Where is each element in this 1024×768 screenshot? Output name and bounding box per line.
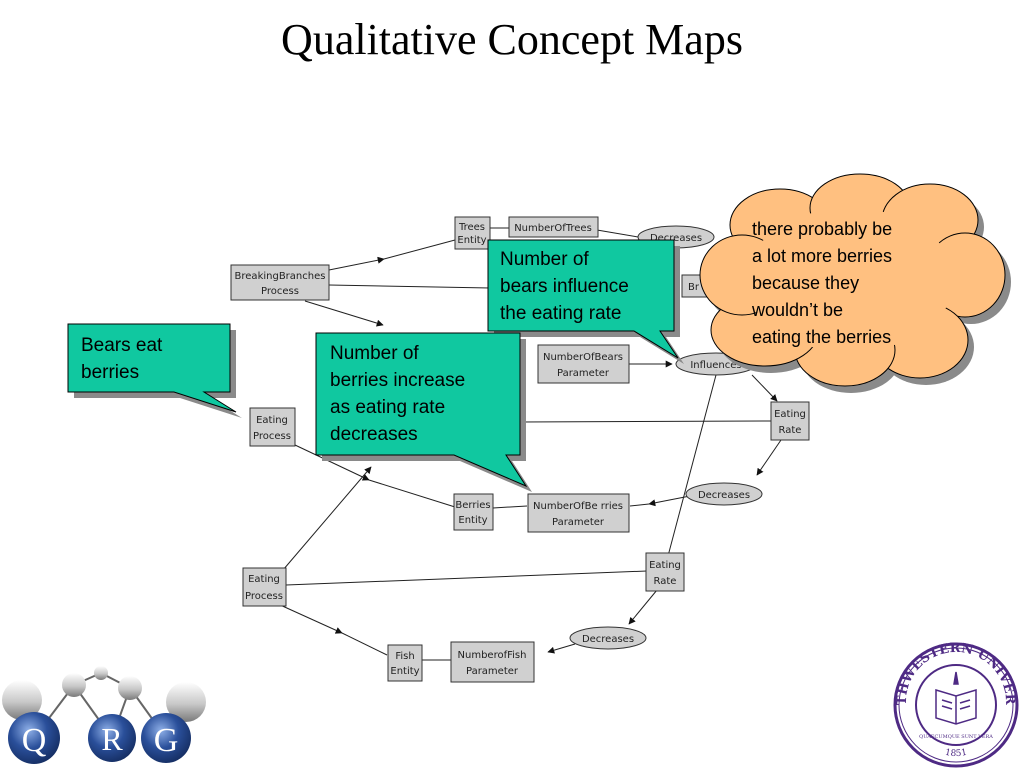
node-eating-rate-bottom: Eating Rate <box>645 552 685 592</box>
edge <box>341 632 388 656</box>
svg-text:Parameter: Parameter <box>552 517 605 528</box>
svg-text:Process: Process <box>253 431 291 442</box>
svg-text:Q: Q <box>22 722 47 759</box>
svg-text:Entity: Entity <box>390 666 419 677</box>
slide-title: Qualitative Concept Maps <box>281 15 743 64</box>
svg-text:Berries: Berries <box>455 500 490 511</box>
edge <box>328 284 491 289</box>
svg-text:1851: 1851 <box>944 748 968 759</box>
svg-text:NumberofFish: NumberofFish <box>458 650 527 661</box>
svg-text:Eating: Eating <box>649 560 681 571</box>
svg-text:NumberOfBears: NumberOfBears <box>543 352 623 363</box>
edge <box>368 479 456 508</box>
svg-text:Entity: Entity <box>457 235 486 246</box>
svg-text:Decreases: Decreases <box>650 233 702 244</box>
callout-bears-influence-shape <box>487 239 684 364</box>
svg-text:Parameter: Parameter <box>557 368 610 379</box>
oval-decreases-mid: Decreases <box>685 482 763 506</box>
callout-bears-eat-berries: Bears eat berries <box>81 335 163 383</box>
svg-text:Eating: Eating <box>256 415 288 426</box>
node-berries-entity: Berries Entity <box>453 493 494 531</box>
edge <box>596 229 639 238</box>
svg-text:Eating: Eating <box>774 409 806 420</box>
svg-text:R: R <box>101 721 123 757</box>
node-eating-process-bottom: Eating Process <box>242 567 287 607</box>
edge <box>628 589 658 625</box>
svg-text:Influences: Influences <box>690 360 741 371</box>
edge-group <box>277 227 782 661</box>
svg-text:Trees: Trees <box>458 222 485 233</box>
callout-bears-shape <box>67 323 242 418</box>
edge <box>751 374 778 402</box>
callout-cloud-thought: there probably be a lot more berries bec… <box>752 219 893 347</box>
svg-text:Decreases: Decreases <box>698 490 750 501</box>
node-fish-entity: Fish Entity <box>387 644 423 682</box>
thought-cloud-shape <box>699 173 1011 393</box>
edge <box>648 495 691 507</box>
svg-text:G: G <box>154 722 179 759</box>
callout-berries-increase: Number of berries increase as eating rat… <box>330 343 466 445</box>
edge <box>304 300 384 327</box>
seal-book-icon <box>935 671 977 725</box>
edge <box>285 570 648 586</box>
svg-text:Br: Br <box>688 282 700 293</box>
node-eating-rate-top: Eating Rate <box>770 401 810 441</box>
node-breaking-branches-process: BreakingBranches Process <box>230 264 330 301</box>
edge <box>756 439 782 476</box>
svg-text:QUAECUMQUE SUNT VERA: QUAECUMQUE SUNT VERA <box>919 734 993 740</box>
svg-text:BreakingBranches: BreakingBranches <box>235 271 326 282</box>
edge <box>519 420 772 423</box>
edge <box>667 374 717 557</box>
svg-text:Process: Process <box>261 286 299 297</box>
svg-text:NumberOfTrees: NumberOfTrees <box>514 223 592 234</box>
callout-berries-increase-shape <box>315 332 532 492</box>
node-number-of-trees: NumberOfTrees <box>508 216 599 238</box>
svg-text:Decreases: Decreases <box>582 634 634 645</box>
svg-text:Process: Process <box>245 591 283 602</box>
svg-text:Eating: Eating <box>248 574 280 585</box>
svg-text:Parameter: Parameter <box>466 666 519 677</box>
edge <box>294 444 370 481</box>
svg-text:Rate: Rate <box>779 425 802 436</box>
qrg-logo: Q R G <box>2 666 206 764</box>
edge <box>328 256 385 271</box>
edge <box>629 503 650 507</box>
node-eating-process-top: Eating Process <box>249 407 296 447</box>
oval-decreases-bottom: Decreases <box>569 626 647 650</box>
edge <box>383 239 456 260</box>
svg-text:Rate: Rate <box>654 576 677 587</box>
node-number-of-berries-parameter: NumberOfBe rries Parameter <box>527 493 630 533</box>
edge <box>547 643 576 654</box>
callout-bears-influence: Number of bears influence the eating rat… <box>500 249 629 324</box>
edge <box>277 603 343 634</box>
node-number-of-bears-parameter: NumberOfBears Parameter <box>537 344 630 384</box>
node-trees-entity: Trees Entity <box>454 216 491 250</box>
svg-text:NumberOfBe rries: NumberOfBe rries <box>533 501 623 512</box>
edge <box>282 466 372 571</box>
node-number-of-fish-parameter: NumberofFish Parameter <box>450 641 535 683</box>
svg-text:Entity: Entity <box>458 515 487 526</box>
edge <box>492 505 528 509</box>
svg-text:Fish: Fish <box>395 651 414 662</box>
